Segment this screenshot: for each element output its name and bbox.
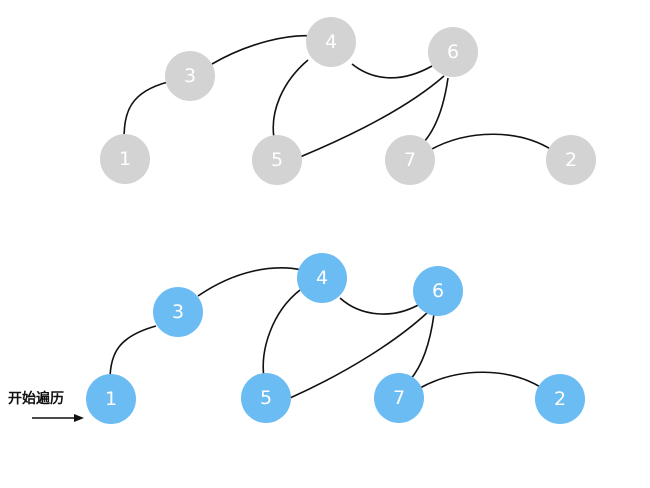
node-label-5: 5 (271, 149, 283, 171)
node-label-2: 2 (565, 149, 577, 171)
edge-5-6 (299, 75, 445, 158)
edge-6-7 (423, 77, 449, 143)
node-1 (100, 134, 150, 184)
edge-3-4 (211, 34, 313, 65)
node-label-3: 3 (172, 301, 184, 323)
edge-7-2 (429, 133, 553, 151)
node-5 (241, 373, 291, 423)
start-annotation: 开始遍历 (8, 390, 84, 422)
node-label-5: 5 (260, 387, 272, 409)
node-2 (535, 374, 585, 424)
node-label-7: 7 (404, 149, 416, 171)
node-3 (165, 51, 215, 101)
graph-visited: 1 3 4 6 5 7 2 (86, 253, 585, 424)
graph-unvisited: 1 3 4 6 5 7 2 (100, 17, 596, 185)
node-label-6: 6 (447, 41, 459, 63)
node-label-1: 1 (119, 148, 131, 170)
node-3 (153, 287, 203, 337)
node-label-4: 4 (325, 31, 337, 53)
node-label-2: 2 (554, 388, 566, 410)
node-label-6: 6 (432, 280, 444, 302)
node-7 (374, 373, 424, 423)
node-1 (86, 374, 136, 424)
node-6 (413, 266, 463, 316)
edge-4-5 (272, 59, 309, 139)
node-4 (306, 17, 356, 67)
start-arrowhead-icon (74, 414, 84, 422)
edge-1-3 (123, 81, 169, 141)
node-5 (252, 135, 302, 185)
node-6 (428, 27, 478, 77)
edge-6-7 (409, 313, 435, 381)
node-label-1: 1 (105, 388, 117, 410)
node-7 (385, 135, 435, 185)
edge-7-2 (419, 371, 543, 389)
node-label-3: 3 (184, 65, 196, 87)
edge-4-5 (262, 289, 301, 379)
node-4 (297, 253, 347, 303)
edge-3-4 (197, 267, 303, 297)
node-2 (546, 135, 596, 185)
node-label-4: 4 (316, 267, 328, 289)
edge-5-6 (289, 311, 429, 399)
edge-4-6 (351, 63, 433, 79)
start-label: 开始遍历 (8, 390, 64, 407)
edge-1-3 (109, 325, 157, 381)
edge-4-6 (339, 297, 421, 315)
node-label-7: 7 (393, 387, 405, 409)
